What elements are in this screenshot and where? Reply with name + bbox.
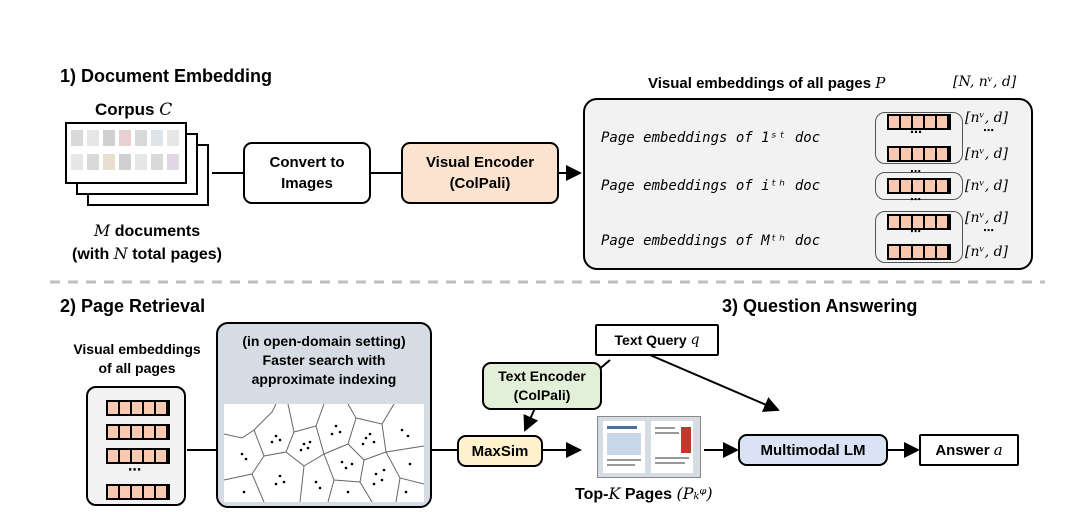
embedding-vector — [887, 214, 951, 230]
bracket-ith-doc — [875, 172, 963, 200]
embedding-vector — [887, 146, 951, 162]
dim-label: [nᵛ, d] — [965, 244, 1009, 260]
ellipsis: ⋯ — [983, 125, 994, 137]
search-text: (in open-domain setting) Faster search w… — [242, 333, 406, 387]
panel-title: Visual embeddings of all pages P — [648, 74, 886, 92]
maxsim-box: MaxSim — [457, 435, 543, 467]
corpus-label: Corpus C — [95, 100, 173, 120]
dim-label: [nᵛ, d] — [965, 146, 1009, 162]
embeddings-panel: Page embeddings of 1ˢᵗ doc ⋯ [nᵛ, d] ⋯ [… — [583, 98, 1033, 270]
approximate-search-box: (in open-domain setting) Faster search w… — [216, 322, 432, 508]
embedding-vector — [106, 448, 170, 464]
ellipsis: ⋯ — [910, 194, 921, 206]
embeddings-stack: ⋯ — [86, 386, 186, 506]
embedding-vector — [106, 484, 170, 500]
visual-embeddings-label: Visual embeddings of all pages — [73, 341, 201, 376]
topk-pages-label: Top-K Pages (Pₖᵠ) — [575, 484, 713, 503]
voronoi-diagram — [224, 404, 424, 502]
text-encoder-box: Text Encoder(ColPali) — [482, 362, 602, 410]
multimodal-lm-box: Multimodal LM — [738, 434, 888, 466]
arrow-query-to-mlm — [649, 354, 780, 412]
doc-page-front — [65, 122, 187, 184]
bracket-1st-doc — [875, 112, 963, 164]
section3-title: 3) Question Answering — [722, 296, 918, 316]
ellipsis: ⋯ — [128, 462, 141, 477]
section2-title: 2) Page Retrieval — [60, 296, 206, 316]
ellipsis: ⋯ — [910, 125, 922, 139]
dim-label: [nᵛ, d] — [965, 210, 1009, 226]
page-thumb-1 — [603, 421, 645, 473]
topk-pages-thumbnail — [597, 416, 701, 478]
embedding-vector — [887, 178, 951, 194]
bracket-mth-doc — [875, 211, 963, 263]
embedding-vector — [887, 244, 951, 260]
row-label-mth-doc: Page embeddings of Mᵗʰ doc — [601, 233, 821, 249]
panel-shape: [N, nᵛ, d] — [953, 74, 1017, 90]
documents-count-label: M documents (with N total pages) — [71, 221, 223, 263]
page-thumb-2 — [651, 421, 693, 473]
dim-label: [nᵛ, d] — [965, 178, 1009, 194]
embedding-vector — [106, 424, 170, 440]
embedding-vector — [887, 114, 951, 130]
text-query-box: Text Query q — [595, 324, 719, 356]
corpus-thumbnails — [65, 122, 215, 206]
section1-title: 1) Document Embedding — [60, 66, 273, 86]
ellipsis: ⋯ — [983, 225, 994, 237]
row-label-1st-doc: Page embeddings of 1ˢᵗ doc — [601, 130, 821, 146]
ellipsis: ⋯ — [910, 226, 921, 238]
visual-encoder-box: Visual Encoder(ColPali) — [401, 142, 559, 204]
row-label-ith-doc: Page embeddings of iᵗʰ doc — [601, 178, 821, 194]
embedding-vector — [106, 400, 170, 416]
dim-label: [nᵛ, d] — [965, 110, 1009, 126]
answer-box: Answer a — [919, 434, 1019, 466]
